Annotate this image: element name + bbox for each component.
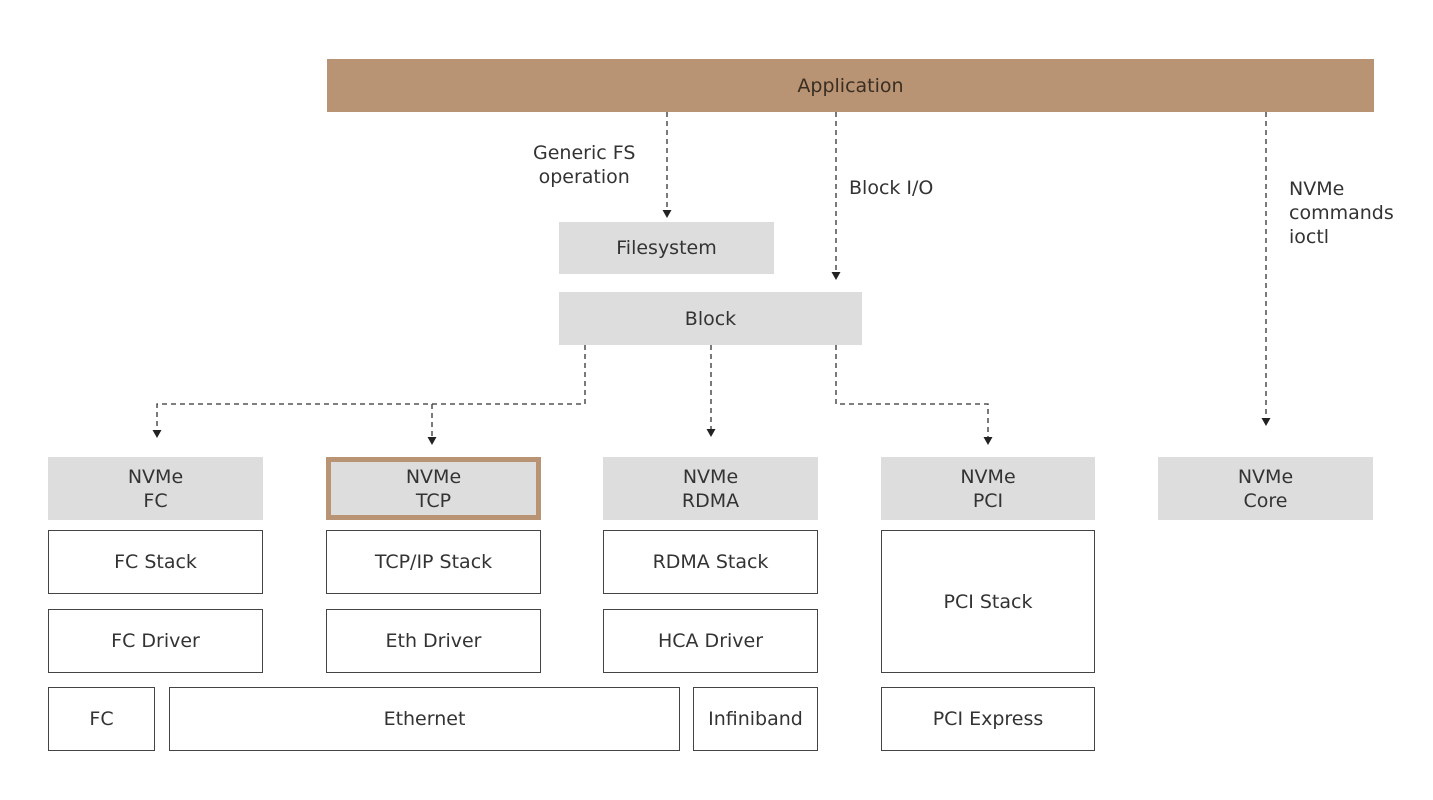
tcpip-stack-label: TCP/IP Stack xyxy=(374,551,493,573)
fc-stack-box: FC Stack xyxy=(48,530,263,594)
nvme-rdma-box: NVMe RDMA xyxy=(603,457,818,520)
arrowhead-block xyxy=(831,272,841,280)
infiniband-fabric-box: Infiniband xyxy=(693,687,818,751)
application-label: Application xyxy=(797,74,904,97)
fc-driver-label: FC Driver xyxy=(111,630,200,652)
arrowhead-filesystem xyxy=(662,210,672,218)
application-bar: Application xyxy=(327,59,1374,112)
ethernet-fabric-label: Ethernet xyxy=(383,708,466,730)
pci-stack-label: PCI Stack xyxy=(943,590,1033,613)
nvme-commands-label: NVMe commands ioctl xyxy=(1289,178,1394,248)
rdma-stack-label: RDMA Stack xyxy=(652,551,769,573)
nvme-pci-box: NVMe PCI xyxy=(881,457,1095,520)
eth-driver-box: Eth Driver xyxy=(326,609,541,673)
pci-stack-box: PCI Stack xyxy=(881,530,1095,673)
pci-express-fabric-box: PCI Express xyxy=(881,687,1095,751)
fc-stack-label: FC Stack xyxy=(114,551,197,573)
arrow-block-to-pci xyxy=(835,345,989,438)
arrowhead-nvme-pci xyxy=(983,437,993,445)
nvme-rdma-label: NVMe RDMA xyxy=(681,465,740,512)
infiniband-fabric-label: Infiniband xyxy=(708,708,803,730)
generic-fs-label: Generic FS operation xyxy=(533,142,636,188)
arrowhead-nvme-fc xyxy=(152,430,162,438)
nvme-fc-label: NVMe FC xyxy=(127,465,184,512)
filesystem-box: Filesystem xyxy=(559,222,774,274)
rdma-stack-box: RDMA Stack xyxy=(603,530,818,594)
nvme-core-label: NVMe Core xyxy=(1237,465,1294,512)
hca-driver-label: HCA Driver xyxy=(657,630,764,652)
arrowhead-nvme-core xyxy=(1261,418,1271,426)
filesystem-label: Filesystem xyxy=(616,237,717,259)
nvme-fc-box: NVMe FC xyxy=(48,457,263,520)
nvme-core-box: NVMe Core xyxy=(1158,457,1373,520)
block-io-label: Block I/O xyxy=(849,177,934,199)
hca-driver-box: HCA Driver xyxy=(603,609,818,673)
arrow-block-to-fc-tcp xyxy=(156,345,586,438)
eth-driver-label: Eth Driver xyxy=(385,630,482,652)
ethernet-fabric-box: Ethernet xyxy=(169,687,680,751)
fc-fabric-box: FC xyxy=(48,687,155,751)
tcpip-stack-box: TCP/IP Stack xyxy=(326,530,541,594)
pci-express-fabric-label: PCI Express xyxy=(932,708,1044,730)
block-box: Block xyxy=(559,292,862,345)
fc-fabric-label: FC xyxy=(89,708,114,730)
arrowhead-nvme-tcp xyxy=(427,437,437,445)
nvme-tcp-label: NVMe TCP xyxy=(405,465,462,512)
block-label: Block xyxy=(684,307,737,330)
nvme-tcp-box: NVMe TCP xyxy=(326,457,541,520)
arrowhead-nvme-rdma xyxy=(706,429,716,437)
fc-driver-box: FC Driver xyxy=(48,609,263,673)
nvme-pci-label: NVMe PCI xyxy=(960,465,1016,512)
